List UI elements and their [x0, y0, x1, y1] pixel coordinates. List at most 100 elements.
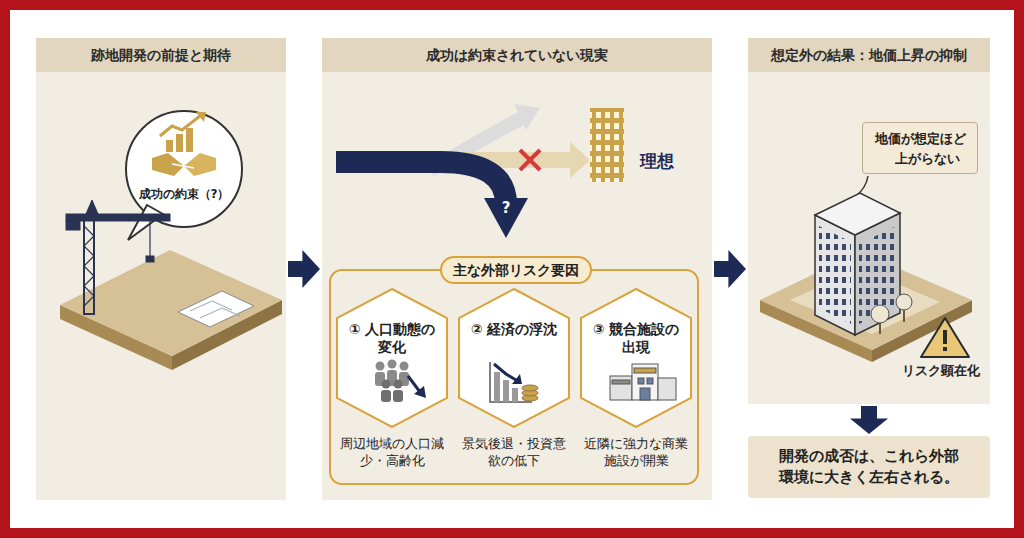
economy-icon: [494, 372, 500, 402]
success-icon: [166, 140, 173, 152]
conclusion-box: 開発の成否は、これら外部環境に大きく左右される。: [748, 436, 990, 498]
trees: [871, 305, 889, 323]
success-icon: [186, 128, 193, 152]
flow-arrow: [288, 250, 320, 288]
bubble-tail: [128, 205, 163, 240]
node-text: 上がらない: [895, 150, 975, 168]
ideal-building: [590, 108, 624, 182]
ideal-building: [590, 108, 624, 182]
node-title: ② 経済の浮沈: [464, 320, 564, 338]
success-icon: [152, 112, 216, 176]
alternative-path-arrow: [514, 104, 540, 130]
hexagon-shape: [459, 289, 569, 427]
crane: [84, 218, 94, 314]
competitor-icon: [610, 364, 676, 400]
node-title: 成功の約束（?）: [131, 186, 237, 203]
node-title: ① 人口動態の変化: [342, 320, 442, 356]
economy-icon: [522, 385, 538, 391]
success-icon: [152, 153, 184, 176]
hexagon-shape: [337, 289, 447, 427]
down-arrow-icon: [873, 150, 885, 166]
node-title: 跡地開発の前提と期待: [36, 38, 286, 72]
ideal-label: 理想: [640, 150, 674, 173]
risk-label: リスク顕在化: [896, 362, 986, 380]
office-building: [815, 215, 855, 335]
node-title: 成功は約束されていない現実: [322, 38, 712, 72]
population-icon: [381, 390, 391, 402]
economy-icon: [512, 374, 522, 384]
callout-box: 地価が想定ほど上がらない: [862, 122, 978, 174]
node-text: 周辺地域の人口減少・高齢化: [336, 436, 448, 470]
warning-sign: [943, 330, 947, 344]
office-building: [815, 193, 900, 235]
hexagon-shape: [581, 289, 691, 427]
risk-bracket: [330, 270, 698, 484]
crane: [146, 256, 154, 262]
population-icon: [382, 380, 391, 389]
land-plot: [200, 308, 240, 318]
economy-icon: [490, 362, 538, 402]
crane: [66, 200, 170, 314]
population-icon: [393, 390, 403, 402]
office-building: [819, 226, 851, 324]
office-building: [815, 193, 900, 335]
population-icon: [388, 360, 397, 369]
trees: [896, 294, 912, 310]
node-text: 景気後退・投資意欲の低下: [458, 436, 570, 470]
flow-arrow: [850, 406, 888, 434]
population-icon: [414, 386, 426, 398]
hexagon-outline: [336, 288, 448, 428]
population-icon: [375, 360, 426, 403]
node-title: 地価が想定ほど: [865, 130, 975, 148]
population-icon: [408, 376, 420, 392]
competitor-icon: [640, 388, 650, 400]
crane: [84, 226, 94, 306]
competitor-icon: [658, 378, 676, 400]
office-building: [859, 226, 896, 324]
economy-icon: [503, 380, 509, 402]
deviating-arrow: [336, 162, 528, 238]
hexagon-outline: [580, 288, 692, 428]
competitor-icon: [612, 380, 630, 384]
economy-icon: [512, 388, 518, 402]
crane: [149, 221, 150, 256]
success-icon: [196, 112, 206, 122]
competitor-icon: [634, 368, 656, 373]
population-icon: [376, 362, 385, 371]
success-icon: [176, 134, 183, 152]
warning-sign: [943, 347, 947, 351]
warning-sign: [921, 318, 969, 357]
crane: [66, 221, 80, 230]
node-text: 近隣に強力な商業施設が開業: [580, 436, 692, 470]
down-arrow-icon: [877, 150, 881, 159]
flow-arrow: [714, 250, 746, 288]
competitor-icon: [647, 378, 653, 384]
ideal-building: [590, 108, 624, 182]
economy-icon: [494, 364, 516, 380]
population-icon: [394, 380, 403, 389]
success-icon: [160, 116, 200, 136]
trees: [871, 294, 912, 334]
success-icon: [184, 153, 216, 176]
node-title: 主な外部リスク要因: [440, 256, 592, 284]
ideal-path-arrow: [520, 150, 540, 170]
node-title: 想定外の結果：地価上昇の抑制: [748, 38, 990, 72]
ideal-path-arrow: [520, 150, 540, 170]
crane: [66, 214, 170, 221]
node-title: ③ 競合施設の出現: [586, 320, 686, 356]
hexagon-outline: [458, 288, 570, 428]
crane: [86, 200, 98, 214]
competitor-icon: [638, 378, 644, 384]
risk-heading-band: 主な外部リスク要因: [440, 256, 592, 284]
ideal-path-arrow: [570, 142, 590, 178]
success-icon: [172, 164, 194, 168]
down-arrow-icon: [873, 158, 885, 166]
competitor-icon: [632, 364, 658, 400]
competitor-icon: [610, 376, 632, 400]
deviating-arrow: [484, 198, 528, 238]
question-mark: ?: [499, 199, 513, 217]
warning-sign: [921, 318, 969, 357]
callout-leader: [856, 176, 868, 196]
node-title: 開発の成否は、これら外部環境に大きく左右される。: [774, 446, 964, 488]
deviating-arrow: [336, 162, 506, 204]
